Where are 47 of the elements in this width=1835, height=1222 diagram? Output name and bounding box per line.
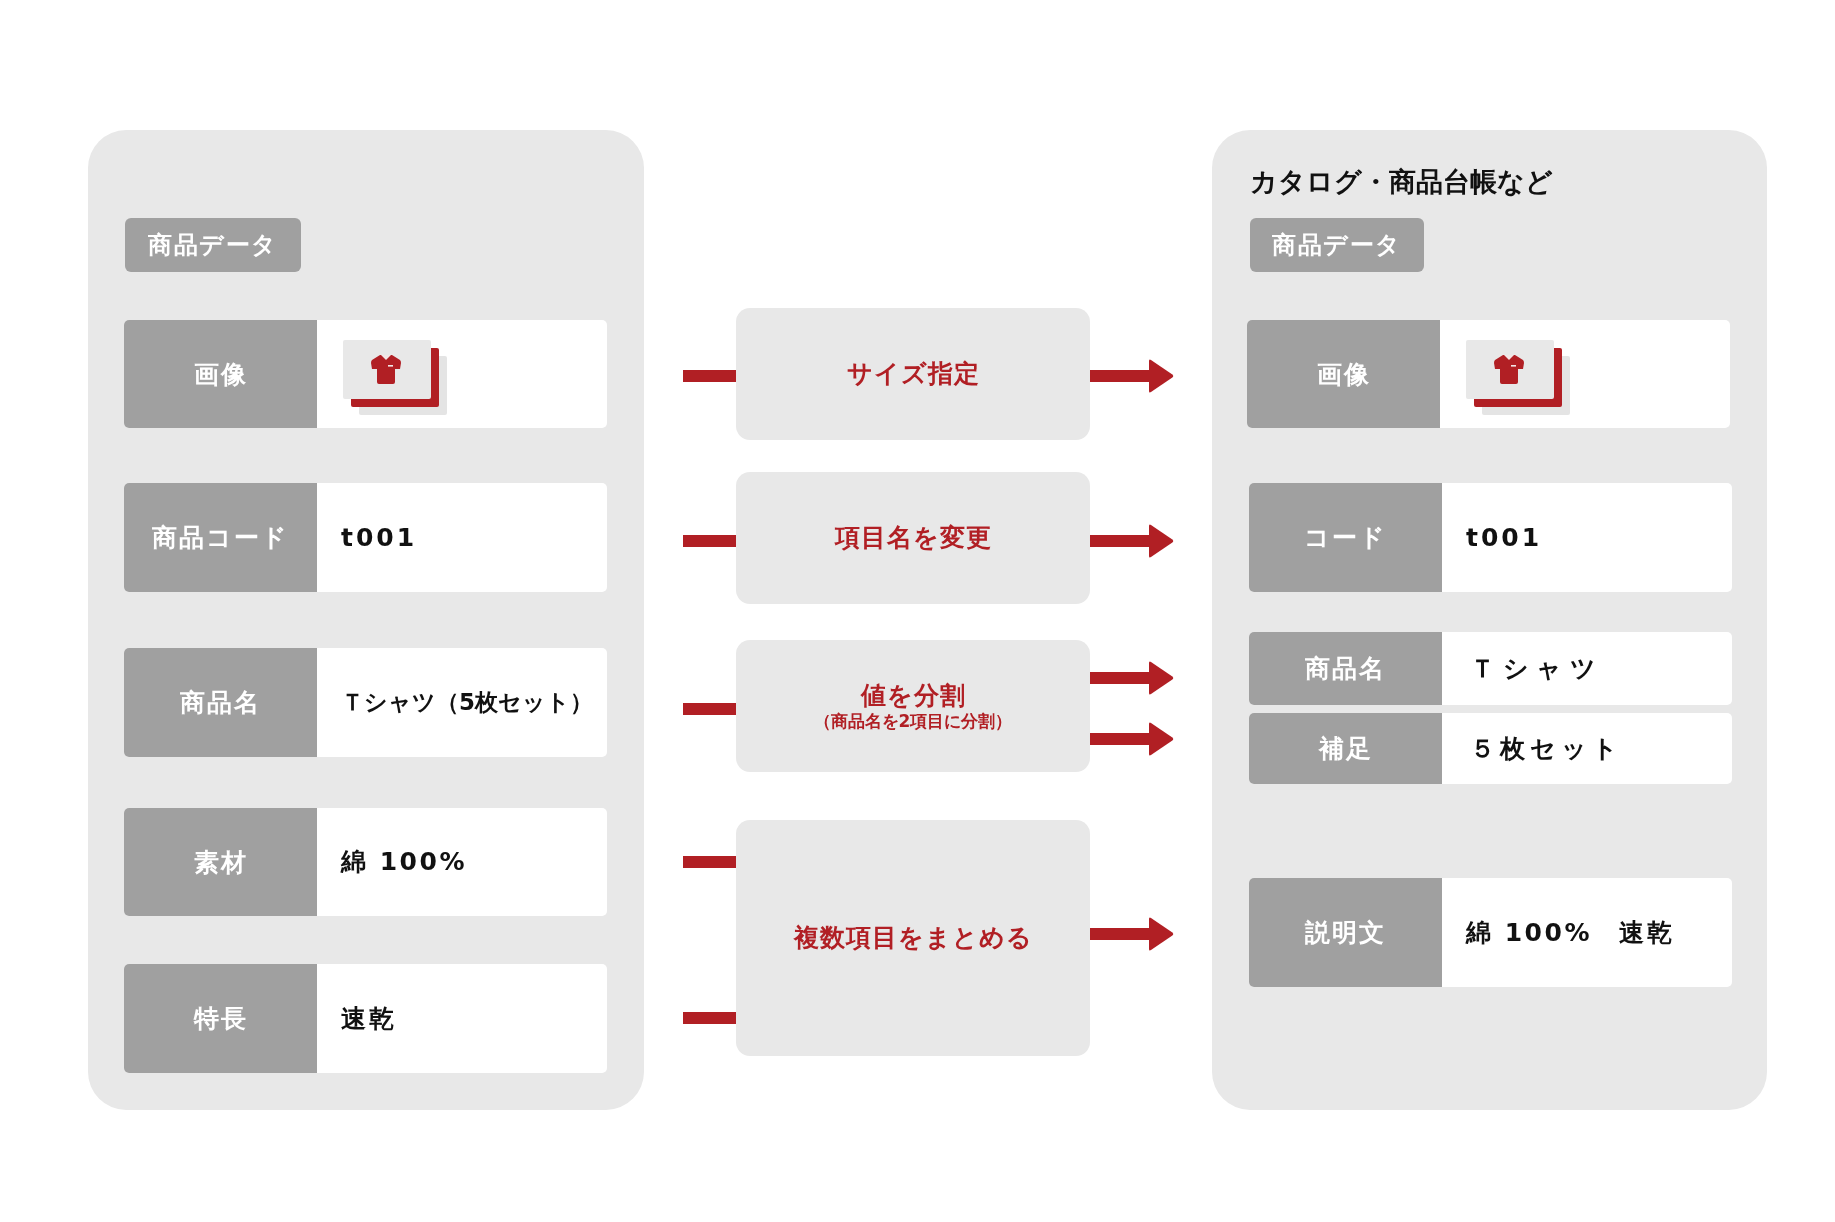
data-row — [124, 648, 607, 757]
field-label: 補足 — [1249, 713, 1442, 784]
field-label: 特長 — [124, 964, 317, 1073]
field-label: 説明文 — [1249, 878, 1442, 987]
data-row — [124, 483, 607, 592]
data-row — [124, 964, 607, 1073]
connector-line — [683, 535, 736, 547]
field-label: コード — [1249, 483, 1442, 592]
section-tag: 商品データ — [1250, 218, 1424, 272]
section-tag: 商品データ — [125, 218, 301, 272]
panel — [1212, 130, 1767, 1110]
data-row — [1249, 713, 1732, 784]
connector-line — [683, 370, 736, 382]
process-box — [736, 640, 1090, 772]
process-note: （商品名を2項目に分割） — [813, 711, 1013, 733]
field-value: t001 — [341, 522, 418, 553]
field-label: 画像 — [124, 320, 317, 428]
process-label: 項目名を変更 — [834, 522, 992, 554]
field-value: ５枚セット — [1470, 733, 1623, 764]
field-value: Ｔシャツ — [1470, 653, 1603, 684]
data-row — [1249, 483, 1732, 592]
connector-line — [683, 703, 736, 715]
data-row — [1247, 320, 1730, 428]
panel-heading: カタログ・商品台帳など — [1250, 166, 1553, 199]
field-value: t001 — [1466, 522, 1543, 553]
data-row — [1249, 632, 1732, 705]
process-label: サイズ指定 — [846, 358, 980, 390]
process-label: 複数項目をまとめる — [793, 922, 1033, 954]
field-label: 画像 — [1247, 320, 1440, 428]
process-box — [736, 472, 1090, 604]
field-label: 商品名 — [1249, 632, 1442, 705]
data-row — [124, 808, 607, 916]
field-label: 商品コード — [124, 483, 317, 592]
connector-line — [683, 856, 736, 868]
field-label: 商品名 — [124, 648, 317, 757]
data-row — [1249, 878, 1732, 987]
field-value: 綿 100% — [341, 847, 467, 877]
process-label: 値を分割 — [860, 679, 966, 711]
field-value: 綿 100% 速乾 — [1466, 917, 1675, 948]
field-value: Ｔシャツ（5枚セット） — [341, 688, 593, 717]
panel — [88, 130, 644, 1110]
field-value: 速乾 — [341, 1003, 396, 1034]
field-label: 素材 — [124, 808, 317, 916]
data-row — [124, 320, 607, 428]
connector-line — [683, 1012, 736, 1024]
process-box — [736, 308, 1090, 440]
process-box — [736, 820, 1090, 1056]
